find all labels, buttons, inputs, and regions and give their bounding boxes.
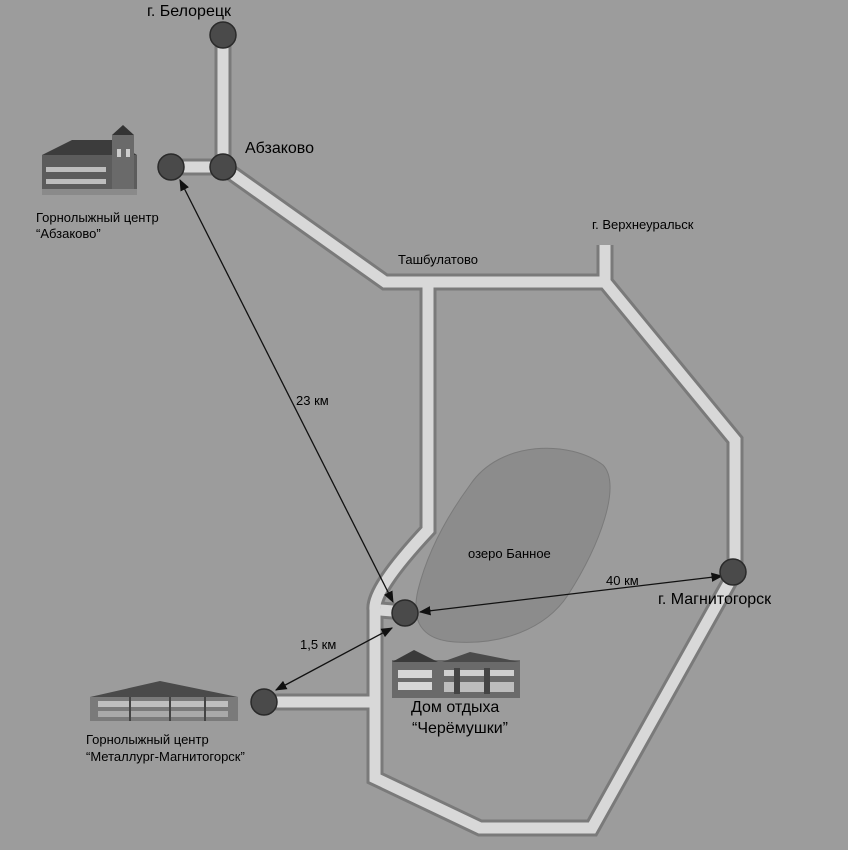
label-tashbulatovo: Ташбулатово bbox=[398, 252, 478, 267]
label-abzakovo: Абзаково bbox=[245, 140, 314, 157]
label-ski-abzakovo-1: Горнолыжный центр bbox=[36, 210, 159, 225]
node-ski-abzakovo[interactable] bbox=[157, 153, 185, 181]
distance-label-abzakovo: 23 км bbox=[296, 393, 329, 408]
label-beloretsk: г. Белорецк bbox=[147, 3, 232, 20]
label-ski-abzakovo-2: “Абзаково” bbox=[36, 226, 101, 241]
node-ski-metallurg[interactable] bbox=[250, 688, 278, 716]
distance-arrow-abzakovo bbox=[179, 178, 394, 604]
distance-label-magnitogorsk: 40 км bbox=[606, 573, 639, 588]
label-verkhneuralsk: г. Верхнеуральск bbox=[592, 217, 694, 232]
label-ski-metallurg-2: “Металлург-Магнитогорск” bbox=[86, 749, 245, 764]
distance-label-metallurg: 1,5 км bbox=[300, 637, 336, 652]
resort-building-icon bbox=[392, 650, 520, 698]
distance-arrow-metallurg bbox=[274, 627, 394, 691]
distance-arrow-magnitogorsk bbox=[418, 572, 724, 616]
node-resort[interactable] bbox=[391, 599, 419, 627]
label-ski-metallurg-1: Горнолыжный центр bbox=[86, 732, 209, 747]
label-resort-2: “Черёмушки” bbox=[412, 720, 508, 737]
label-magnitogorsk: г. Магнитогорск bbox=[658, 591, 772, 608]
lodge-building-icon bbox=[90, 681, 238, 721]
label-lake: озеро Банное bbox=[468, 546, 551, 561]
label-resort-1: Дом отдыха bbox=[411, 699, 499, 716]
node-magnitogorsk[interactable] bbox=[719, 558, 747, 586]
node-beloretsk[interactable] bbox=[209, 21, 237, 49]
hotel-building-icon bbox=[42, 125, 137, 195]
node-abzakovo[interactable] bbox=[209, 153, 237, 181]
